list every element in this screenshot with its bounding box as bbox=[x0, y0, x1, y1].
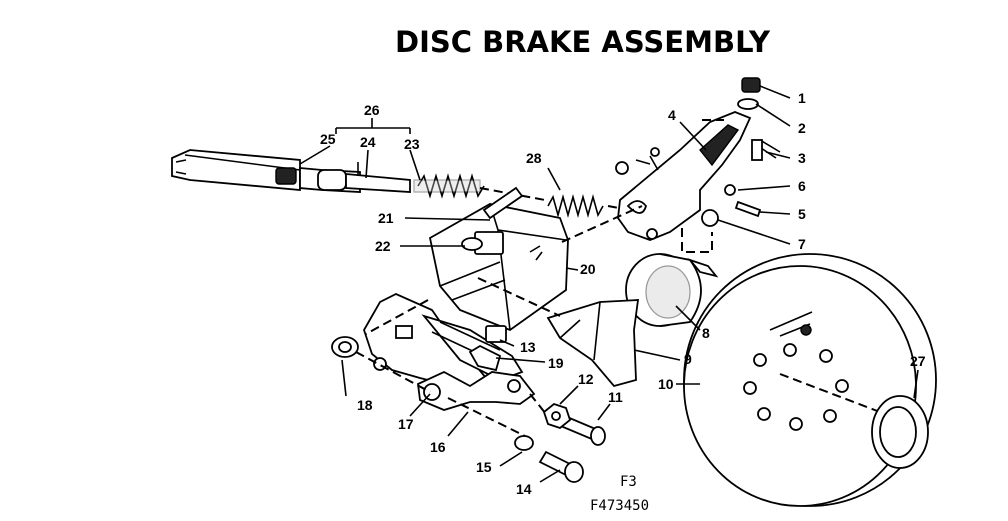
callout-4: 4 bbox=[668, 107, 676, 123]
callout-15: 15 bbox=[476, 459, 492, 475]
callout-28: 28 bbox=[526, 150, 542, 166]
callout-26: 26 bbox=[364, 102, 380, 118]
callout-20: 20 bbox=[580, 261, 596, 277]
spring-28 bbox=[547, 194, 604, 218]
back-plate bbox=[546, 299, 640, 388]
callout-10: 10 bbox=[658, 376, 674, 392]
cotter-pin bbox=[751, 139, 781, 161]
ball-7 bbox=[701, 209, 719, 227]
callout-8: 8 bbox=[702, 325, 710, 341]
callout-9: 9 bbox=[684, 351, 692, 367]
callout-3: 3 bbox=[798, 150, 806, 166]
callout-14: 14 bbox=[516, 481, 532, 497]
thrust-washer bbox=[871, 395, 929, 469]
bolt-5 bbox=[734, 200, 762, 218]
washer-6 bbox=[724, 184, 736, 196]
callout-12: 12 bbox=[578, 371, 594, 387]
callout-27: 27 bbox=[910, 353, 926, 369]
caliper-lever bbox=[615, 111, 752, 241]
callout-5: 5 bbox=[798, 206, 806, 222]
bracket-plate-16 bbox=[417, 370, 536, 411]
washer-12 bbox=[542, 402, 572, 430]
pin-21 bbox=[482, 186, 524, 220]
spacer-18 bbox=[331, 336, 359, 358]
callout-11: 11 bbox=[608, 389, 623, 405]
callout-21: 21 bbox=[378, 210, 394, 226]
figure-id: F3 bbox=[620, 474, 637, 490]
callout-22: 22 bbox=[375, 238, 391, 254]
callout-17: 17 bbox=[398, 416, 414, 432]
callout-7: 7 bbox=[798, 236, 806, 252]
callout-2: 2 bbox=[798, 120, 806, 136]
callout-1: 1 bbox=[798, 90, 806, 106]
callout-13: 13 bbox=[520, 339, 536, 355]
spring bbox=[413, 173, 485, 199]
drawing-number: F473450 bbox=[590, 498, 649, 514]
callout-numbers: 1 2 3 4 5 6 7 8 9 10 11 12 13 14 15 16 1… bbox=[320, 90, 926, 497]
callout-6: 6 bbox=[798, 178, 806, 194]
callout-25: 25 bbox=[320, 131, 336, 147]
friction-pad bbox=[625, 253, 719, 327]
callout-16: 16 bbox=[430, 439, 446, 455]
callout-24: 24 bbox=[360, 134, 376, 150]
callout-19: 19 bbox=[548, 355, 564, 371]
leader-lines bbox=[299, 85, 919, 483]
callout-23: 23 bbox=[404, 136, 420, 152]
washer-22 bbox=[461, 237, 483, 251]
actuating-rod bbox=[171, 149, 411, 193]
callout-18: 18 bbox=[357, 397, 373, 413]
washer-15 bbox=[514, 435, 534, 451]
bolt-19 bbox=[468, 325, 507, 372]
diagram-title: DISC BRAKE ASSEMBLY bbox=[395, 25, 771, 59]
bolt-14 bbox=[538, 450, 584, 483]
adjusting-nut bbox=[737, 77, 761, 110]
